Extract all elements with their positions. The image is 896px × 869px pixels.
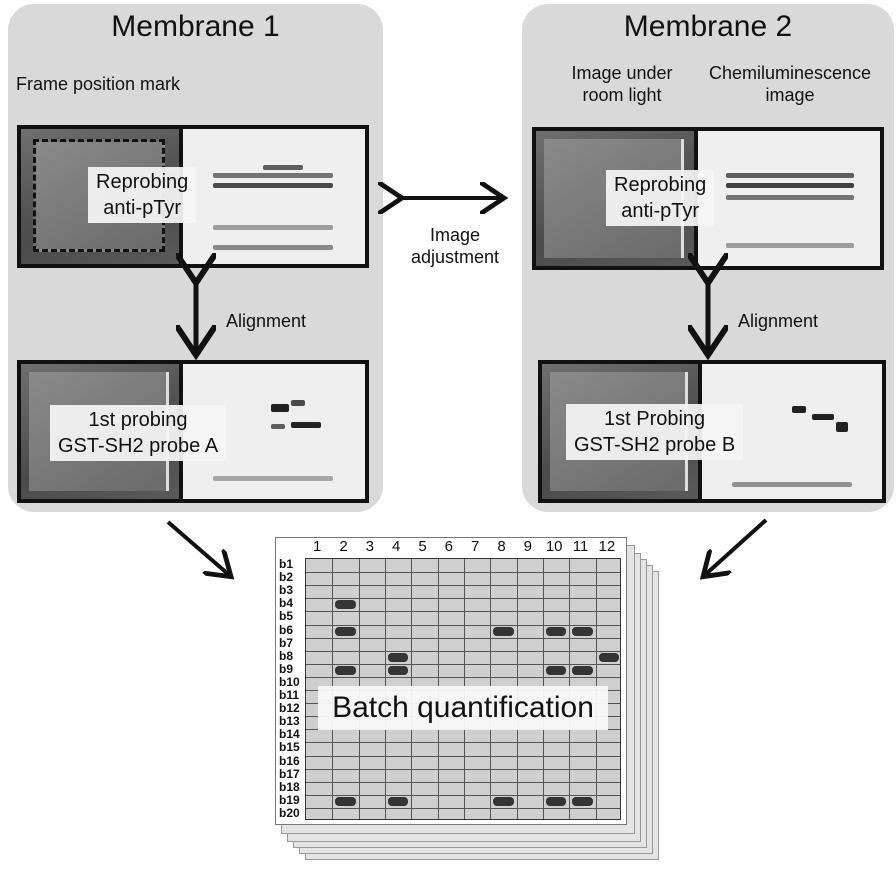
adjustment-text: adjustment [410,247,500,267]
column-number: 9 [523,538,532,555]
row-label: b8 [279,648,294,663]
row-label: b9 [279,661,294,676]
grid-row-line [306,598,620,600]
column-number: 8 [497,538,506,555]
quantification-grid-sheet [275,537,627,825]
row-label: b6 [279,622,294,637]
row-label: b2 [279,570,294,585]
membrane-2-first-probing-label: 1st Probing GST-SH2 probe B [566,404,744,460]
grid-row-line [306,637,620,639]
image-text: Image [429,225,481,245]
membrane-2-reprobing-label: Reprobing anti-pTyr [606,170,715,226]
grid-band [572,796,593,806]
grid-band [546,626,567,636]
room-light-label: Image under room light [536,62,708,106]
column-number: 7 [470,538,480,555]
row-label: b7 [279,635,294,650]
grid-band [335,796,356,806]
batch-quantification-label: Batch quantification [318,686,608,730]
grid-row-line [306,572,620,574]
grid-band [493,626,514,636]
column-number: 1 [312,538,322,555]
grid-band [598,652,619,662]
row-label: b10 [279,674,300,689]
grid-band [335,626,356,636]
column-number: 6 [444,538,453,555]
membrane-2-alignment-label: Alignment [738,311,819,331]
frame-position-mark-label: Frame position mark [16,74,181,94]
column-number: 11 [572,538,589,555]
row-label: b15 [279,740,300,755]
row-label: b19 [279,792,300,807]
grid-row-line [306,742,620,744]
grid-row-line [306,676,620,678]
room-light-text: room light [582,85,662,105]
row-label: b17 [279,766,300,781]
grid-row-line [306,585,620,587]
row-label: b3 [279,583,294,598]
grid-band [572,665,593,675]
membrane-1-first-probing-label: 1st probing GST-SH2 probe A [50,405,227,461]
grid-band [493,796,514,806]
chemiluminescence-text: Chemiluminescence [708,63,872,83]
row-label: b14 [279,727,300,742]
image-text: image [765,85,815,105]
grid-band [335,600,356,610]
row-label: b11 [279,688,300,702]
first-probing-text: 1st probing [88,409,188,431]
grid-band [388,652,409,662]
chemiluminescence-image [698,364,882,499]
grid-row-line [306,611,620,613]
column-number: 10 [545,538,563,555]
reprobing-text: Reprobing [96,171,189,193]
row-label: b4 [279,596,294,611]
membrane-1-title: Membrane 1 [111,10,280,43]
grid-band [546,665,567,675]
membrane-2-title: Membrane 2 [623,10,793,43]
membrane-1-to-grid-arrow [166,520,228,574]
chemiluminescence-image [179,129,365,264]
membrane-1-reprobing-label: Reprobing anti-pTyr [88,167,197,223]
column-number: 2 [339,538,348,555]
image-adjustment-label: Image adjustment [390,224,520,268]
grid-row-line [306,768,620,770]
grid-band [546,796,567,806]
row-label: b20 [279,805,300,820]
row-label: b5 [279,609,294,624]
column-number: 12 [598,538,616,555]
grid-band [388,665,409,675]
row-label: b1 [279,557,294,571]
row-label: b12 [279,701,300,716]
first-probing-text: 1st Probing [604,408,706,430]
row-label: b16 [279,753,300,768]
grid-band [335,665,356,675]
column-number: 3 [365,538,374,555]
grid-band [388,796,409,806]
membrane-1-alignment-label: Alignment [226,311,307,331]
column-number: 4 [391,538,401,555]
reprobing-text: Reprobing [614,174,707,196]
image-under-text: Image under [571,63,673,83]
grid-row-line [306,624,620,626]
column-number: 5 [418,538,427,555]
chemiluminescence-image [694,131,880,266]
grid-row-line [306,794,620,796]
grid-row-line [306,755,620,757]
grid-row-line [306,807,620,809]
anti-ptyr-text: anti-pTyr [621,200,700,222]
anti-ptyr-text: anti-pTyr [103,197,182,219]
row-label: b18 [279,779,300,794]
probe-a-text: GST-SH2 probe A [58,435,219,457]
membrane-2-to-grid-arrow [706,518,768,574]
probe-b-text: GST-SH2 probe B [574,434,736,456]
grid-row-line [306,781,620,783]
row-label: b13 [279,714,300,729]
chemiluminescence-label: Chemiluminescence image [690,62,890,106]
grid-row-line [306,663,620,665]
grid-row-line [306,650,620,652]
grid-band [572,626,593,636]
